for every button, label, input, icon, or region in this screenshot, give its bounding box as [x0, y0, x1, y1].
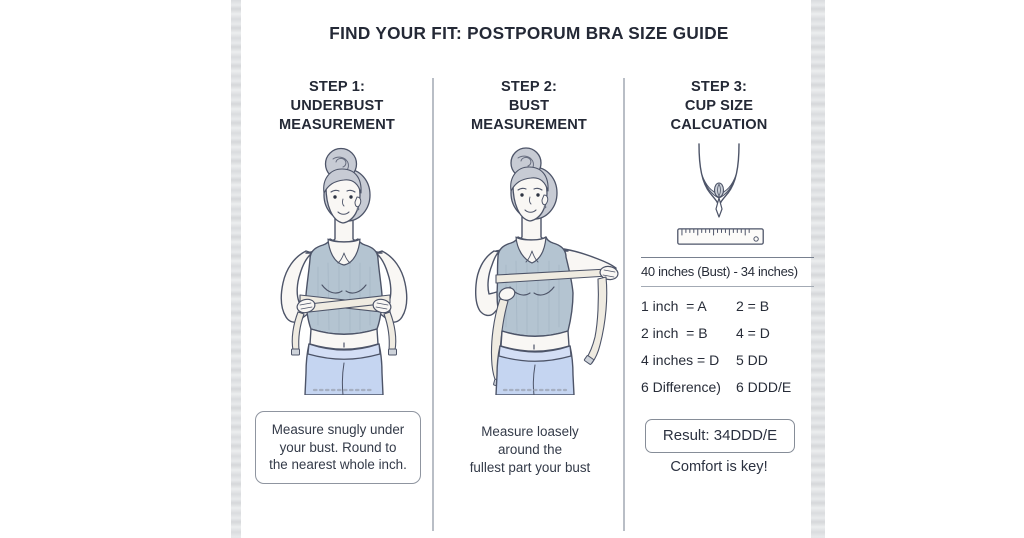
step2-note-line: fullest part your bust — [469, 460, 591, 475]
step2-note-line: Measure loasely — [481, 424, 579, 439]
step2-heading-line: MEASUREMENT — [471, 117, 587, 133]
step3-heading-line: CALCUATION — [670, 117, 768, 133]
calc-row-left: 2 inch = B — [641, 324, 708, 341]
column-divider — [623, 78, 625, 531]
calc-row: 1 inch = A 2 = B — [641, 292, 814, 319]
calc-row: 6 Difference) 6 DDD/E — [641, 373, 814, 400]
step2-note: Measure loasely around the fullest part … — [446, 423, 614, 477]
result-badge: Result: 34DDD/E — [645, 419, 795, 453]
step1-heading-line: STEP 1: — [309, 79, 365, 95]
step1-heading-line: MEASUREMENT — [279, 117, 395, 133]
calc-row-left: 1 inch = A — [641, 297, 707, 314]
calc-row-right: 2 = B — [736, 297, 770, 314]
card-left-edge — [231, 0, 241, 538]
calc-row: 4 inches = D 5 DD — [641, 346, 814, 373]
step1-note-line: your bust. Round to — [279, 439, 397, 455]
step3-heading: STEP 3: CUP SIZE CALCUATION — [628, 78, 810, 135]
page-title: FIND YOUR FIT: POSTPORUM BRA SIZE GUIDE — [329, 23, 729, 43]
comfort-note: Comfort is key! — [670, 459, 768, 475]
calc-row-right: 4 = D — [736, 324, 770, 341]
calc-row-right: 6 DDD/E — [736, 378, 792, 395]
column-divider — [432, 78, 434, 531]
step2-note-line: around the — [497, 442, 563, 457]
step1-heading-line: UNDERBUST — [290, 98, 384, 114]
calc-rows: 1 inch = A 2 = B 2 inch = B 4 = D 4 inch… — [641, 287, 814, 400]
calc-row-left: 6 Difference) — [641, 378, 721, 395]
step1-heading: STEP 1: UNDERBUST MEASUREMENT — [243, 78, 431, 135]
bra-icon — [698, 143, 740, 218]
step2-heading: STEP 2: BUST MEASUREMENT — [436, 78, 622, 135]
calc-row-right: 5 DD — [736, 351, 768, 368]
woman-underbust-illustration — [280, 147, 408, 395]
cup-size-calculation: 40 inches (Bust) - 34 inches) 1 inch = A… — [641, 257, 814, 400]
step2-heading-line: STEP 2: — [501, 79, 557, 95]
step1-note-line: Measure snugly under — [271, 422, 405, 437]
step2-heading-line: BUST — [508, 98, 550, 114]
calc-row: 2 inch = B 4 = D — [641, 319, 814, 346]
woman-bust-illustration — [474, 147, 619, 395]
step1-note-line: the nearest whole inch. — [269, 457, 407, 473]
ruler-icon — [677, 228, 764, 245]
step3-heading-line: CUP SIZE — [684, 98, 754, 114]
step1-note: Measure snugly under your bust. Round to… — [255, 411, 421, 484]
card-right-edge — [811, 0, 825, 538]
step3-heading-line: STEP 3: — [691, 79, 747, 95]
calc-row-left: 4 inches = D — [641, 351, 720, 368]
difference-line: 40 inches (Bust) - 34 inches) — [641, 257, 814, 287]
